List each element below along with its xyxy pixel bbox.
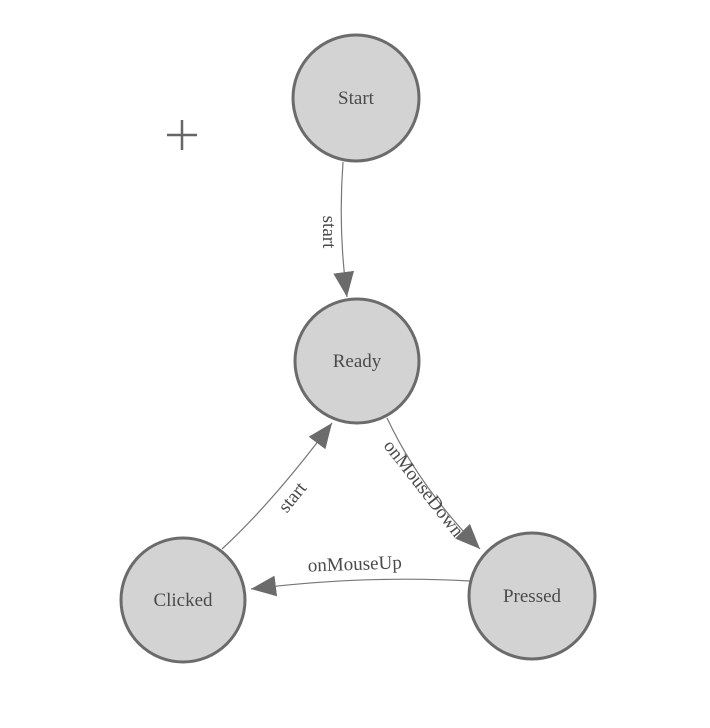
state-circle[interactable] — [467, 531, 597, 661]
state-node-start[interactable]: Start — [291, 33, 421, 163]
edge-line[interactable] — [386, 417, 481, 550]
edge-label-onmouseup: onMouseUp — [307, 552, 402, 576]
edge-line[interactable] — [333, 161, 354, 298]
state-circle[interactable] — [119, 536, 247, 664]
state-node-clicked[interactable]: Clicked — [119, 536, 247, 664]
state-node-ready[interactable]: Ready — [293, 297, 421, 425]
edge-label-onmousedown: onMouseDown — [379, 436, 468, 542]
state-circle[interactable] — [291, 33, 421, 163]
state-circle[interactable] — [293, 297, 421, 425]
edge-line[interactable] — [221, 422, 333, 550]
state-label-pressed: Pressed — [503, 586, 562, 607]
edge-label-clicked-start: start — [274, 478, 311, 517]
crosshair-icon — [167, 120, 197, 150]
transition-ready-to-pressed[interactable]: onMouseDown — [379, 417, 481, 550]
transition-start-to-ready[interactable]: start — [318, 161, 354, 298]
state-label-start: Start — [338, 88, 375, 109]
state-label-clicked: Clicked — [153, 590, 213, 611]
transition-clicked-to-ready[interactable]: start — [221, 422, 333, 550]
state-node-pressed[interactable]: Pressed — [467, 531, 597, 661]
edge-line[interactable] — [250, 575, 471, 597]
state-label-ready: Ready — [333, 351, 382, 372]
transition-pressed-to-clicked[interactable]: onMouseUp — [250, 552, 471, 597]
edge-label-start-to-ready: start — [318, 216, 339, 249]
